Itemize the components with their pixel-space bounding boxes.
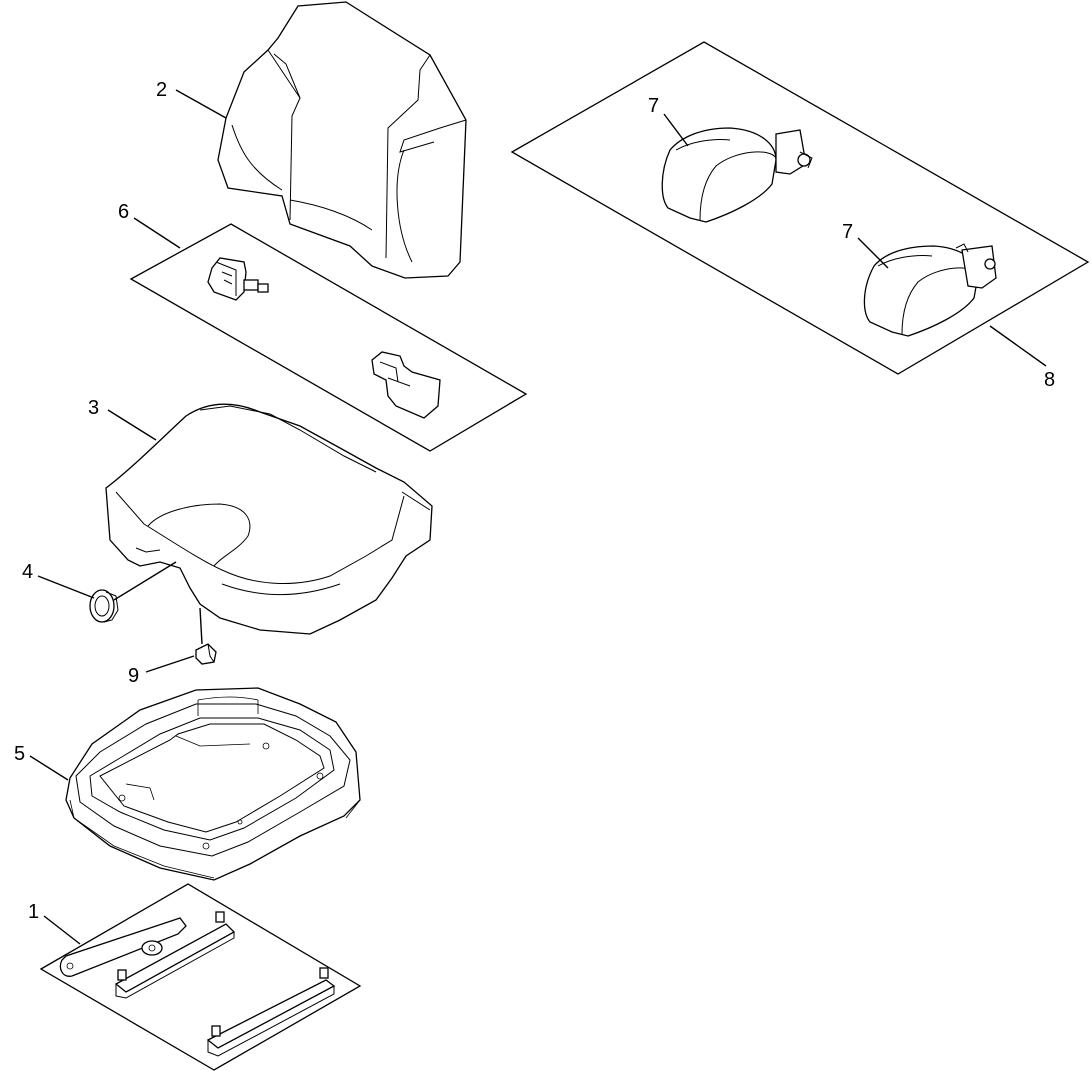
seat-slide-rails-panel (39, 883, 362, 1071)
leader-line-4 (37, 575, 95, 599)
leader-line-5 (29, 755, 69, 781)
leader-line-4b (113, 561, 177, 601)
slide-rail-with-lever (59, 911, 236, 999)
callout-6: 6 (118, 201, 129, 223)
leader-line-3 (107, 409, 157, 441)
leader-line-6 (133, 217, 181, 249)
callout-labels: 1 2 3 4 5 6 7 7 8 9 (14, 79, 1055, 923)
slide-rail-plain (206, 967, 336, 1057)
leader-lines (29, 89, 1047, 945)
seat-switch-plug (195, 607, 217, 665)
leader-line-8 (989, 325, 1047, 367)
leader-line-7a (663, 113, 689, 147)
leader-line-7b (857, 237, 889, 269)
seat-bottom-cushion (105, 403, 433, 635)
leader-line-1 (43, 915, 81, 945)
armrest-lower (863, 243, 997, 337)
callout-5: 5 (14, 743, 25, 765)
callout-2: 2 (156, 79, 167, 101)
adjustment-knob (89, 589, 119, 623)
callout-3: 3 (88, 397, 99, 419)
callout-8: 8 (1044, 369, 1055, 391)
seat-switch-kit-panel (129, 223, 528, 452)
callout-7-upper: 7 (648, 95, 659, 117)
seat-switch-bracket-component (371, 351, 441, 419)
callout-4: 4 (22, 561, 33, 583)
leader-line-2 (175, 89, 227, 119)
armrest-kit-panel (510, 41, 1090, 375)
callout-7-lower: 7 (842, 221, 853, 243)
callout-1: 1 (28, 901, 39, 923)
seat-back-cushion (217, 1, 467, 279)
leader-line-9 (145, 655, 195, 673)
seat-switch-component (207, 257, 269, 301)
seat-suspension-base (65, 687, 361, 881)
armrest-upper (661, 127, 813, 223)
callout-9: 9 (128, 665, 139, 687)
